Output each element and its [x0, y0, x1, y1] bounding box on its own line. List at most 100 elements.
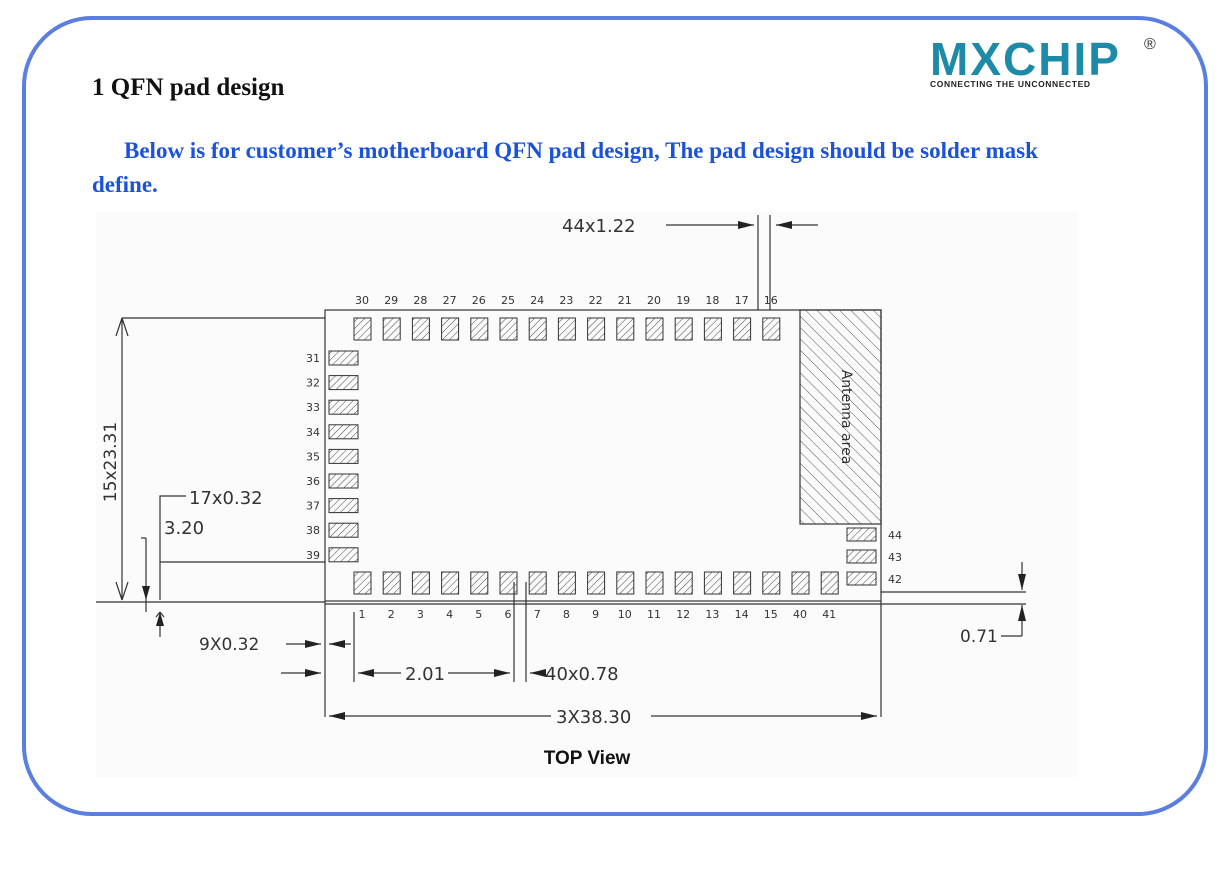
pad-4 — [441, 571, 460, 595]
pad-18 — [703, 317, 722, 341]
pad-26 — [470, 317, 489, 341]
dim-overall-width: 3X38.30 — [556, 707, 631, 728]
pin-label-27: 27 — [443, 294, 457, 307]
pad-15 — [762, 571, 781, 595]
pin-label-12: 12 — [676, 608, 690, 621]
pin-label-37: 37 — [306, 500, 320, 513]
pin-label-39: 39 — [306, 549, 320, 562]
antenna-area — [799, 309, 882, 525]
pin-label-23: 23 — [559, 294, 573, 307]
pin-label-28: 28 — [413, 294, 427, 307]
pad-42 — [846, 571, 877, 586]
pad-43 — [846, 549, 877, 564]
dim-pad-width: 40x0.78 — [545, 664, 619, 685]
logo-wordmark: MXCHIP — [930, 33, 1121, 85]
pin-label-30: 30 — [355, 294, 369, 307]
pad-22 — [587, 317, 606, 341]
pin-label-21: 21 — [618, 294, 632, 307]
module-outline — [324, 309, 882, 602]
pin-label-42: 42 — [888, 573, 902, 586]
pad-11 — [645, 571, 664, 595]
dim-side-offset: 3.20 — [164, 518, 204, 539]
pad-20 — [645, 317, 664, 341]
section-heading: 1 QFN pad design — [92, 74, 285, 101]
pin-label-33: 33 — [306, 401, 320, 414]
pad-13 — [703, 571, 722, 595]
pad-12 — [674, 571, 693, 595]
pin-label-13: 13 — [705, 608, 719, 621]
pin-label-8: 8 — [563, 608, 570, 621]
pad-25 — [499, 317, 518, 341]
pad-16 — [762, 317, 781, 341]
pad-24 — [528, 317, 547, 341]
pin-label-43: 43 — [888, 551, 902, 564]
pin-label-17: 17 — [735, 294, 749, 307]
pin-label-34: 34 — [306, 426, 320, 439]
page-frame — [22, 16, 1208, 816]
pad-21 — [616, 317, 635, 341]
dim-pad-count-width: 44x1.22 — [562, 216, 636, 237]
pad-34 — [328, 424, 359, 440]
pin-label-7: 7 — [534, 608, 541, 621]
pad-41 — [820, 571, 839, 595]
pin-label-4: 4 — [446, 608, 453, 621]
pad-1 — [353, 571, 372, 595]
pin-label-22: 22 — [589, 294, 603, 307]
diagram-caption: TOP View — [544, 748, 631, 769]
pad-23 — [557, 317, 576, 341]
pad-7 — [528, 571, 547, 595]
pin-label-5: 5 — [475, 608, 482, 621]
pin-label-24: 24 — [530, 294, 544, 307]
pin-label-19: 19 — [676, 294, 690, 307]
dim-first-pad-offset: 2.01 — [405, 664, 445, 685]
pin-label-6: 6 — [505, 608, 512, 621]
pin-label-3: 3 — [417, 608, 424, 621]
dim-corner-gap: 9X0.32 — [199, 635, 259, 655]
pad-39 — [328, 547, 359, 563]
pin-label-1: 1 — [359, 608, 366, 621]
pad-19 — [674, 317, 693, 341]
pad-35 — [328, 448, 359, 464]
pin-label-14: 14 — [735, 608, 749, 621]
pin-label-9: 9 — [592, 608, 599, 621]
registered-mark: ® — [1144, 36, 1156, 53]
pin-label-41: 41 — [822, 608, 836, 621]
pad-38 — [328, 522, 359, 538]
pin-label-25: 25 — [501, 294, 515, 307]
pad-36 — [328, 473, 359, 489]
pin-label-38: 38 — [306, 524, 320, 537]
pad-31 — [328, 350, 359, 366]
dim-side-pitch: 17x0.32 — [189, 488, 263, 509]
pin-label-44: 44 — [888, 529, 902, 542]
pin-label-16: 16 — [764, 294, 778, 307]
dim-bottom-offset: 0.71 — [960, 627, 998, 647]
pin-label-31: 31 — [306, 352, 320, 365]
pad-32 — [328, 375, 359, 391]
antenna-area-label: Antenna area — [838, 370, 854, 465]
pin-label-26: 26 — [472, 294, 486, 307]
pad-2 — [382, 571, 401, 595]
pad-10 — [616, 571, 635, 595]
pin-label-2: 2 — [388, 608, 395, 621]
pad-40 — [791, 571, 810, 595]
pad-33 — [328, 399, 359, 415]
pin-label-10: 10 — [618, 608, 632, 621]
pad-44 — [846, 527, 877, 542]
pad-6 — [499, 571, 518, 595]
pin-label-35: 35 — [306, 450, 320, 463]
pin-label-29: 29 — [384, 294, 398, 307]
pad-9 — [587, 571, 606, 595]
pin-label-36: 36 — [306, 475, 320, 488]
intro-paragraph: Below is for customer’s motherboard QFN … — [92, 138, 1038, 197]
pad-8 — [557, 571, 576, 595]
pad-3 — [411, 571, 430, 595]
pin-label-18: 18 — [705, 294, 719, 307]
pad-5 — [470, 571, 489, 595]
pad-28 — [411, 317, 430, 341]
pin-label-11: 11 — [647, 608, 661, 621]
pad-14 — [733, 571, 752, 595]
pad-17 — [733, 317, 752, 341]
pad-29 — [382, 317, 401, 341]
